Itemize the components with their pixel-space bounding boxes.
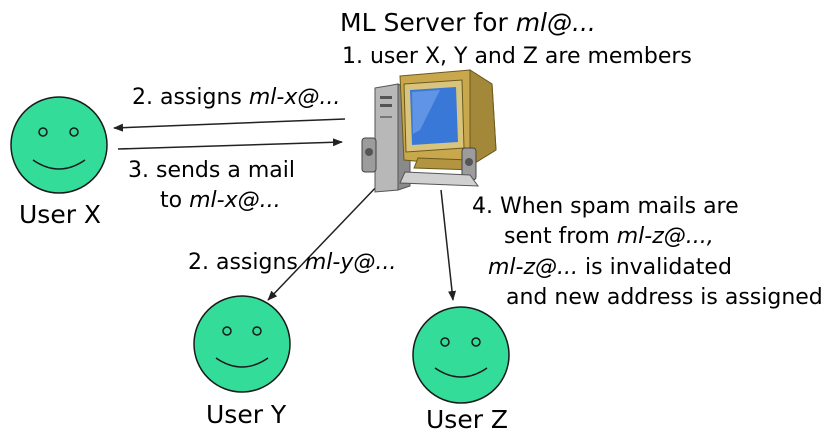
server-title-prefix: ML Server for <box>340 8 516 37</box>
spam-line1: 4. When spam mails are <box>472 194 739 219</box>
assign-y-prefix: 2. assigns <box>188 250 305 275</box>
arrow-server-to-user-z <box>440 189 457 301</box>
send-mail-line2: to ml-x@... <box>160 188 281 214</box>
arrow-server-to-user-x <box>113 118 346 132</box>
assign-y-address: ml-y@... <box>304 250 397 275</box>
assign-x-prefix: 2. assigns <box>132 85 249 110</box>
arrow-user-x-to-server <box>117 138 343 150</box>
user-x-name: User X <box>19 200 102 229</box>
user-x-face-icon <box>10 96 108 194</box>
spam-line3-address: ml-z@... <box>488 255 579 280</box>
send-mail-line1: 3. sends a mail <box>128 158 295 183</box>
server-members-line: 1. user X, Y and Z are members <box>342 44 692 69</box>
user-z-face-icon <box>412 306 510 404</box>
server-title: ML Server for ml@... <box>340 9 596 37</box>
spam-line2-prefix: sent from <box>504 224 617 249</box>
assign-y-label: 2. assigns ml-y@... <box>188 250 396 276</box>
assign-x-label: 2. assigns ml-x@... <box>132 85 340 111</box>
user-y-face-icon <box>193 295 291 393</box>
computer-server-icon <box>361 69 497 193</box>
assign-x-address: ml-x@... <box>248 85 341 110</box>
spam-line2: sent from ml-z@..., <box>504 224 714 250</box>
spam-line3-suffix: is invalidated <box>578 255 732 280</box>
user-z-name: User Z <box>426 405 509 434</box>
spam-line4: and new address is assigned <box>506 285 823 310</box>
spam-line3: ml-z@... is invalidated <box>488 255 732 281</box>
spam-line2-address: ml-z@..., <box>616 224 714 249</box>
user-y-name: User Y <box>206 400 287 429</box>
arrow-server-to-user-y <box>267 182 381 301</box>
send-mail-line2-prefix: to <box>160 188 190 213</box>
server-title-address: ml@... <box>515 8 596 37</box>
send-mail-address: ml-x@... <box>189 188 281 213</box>
